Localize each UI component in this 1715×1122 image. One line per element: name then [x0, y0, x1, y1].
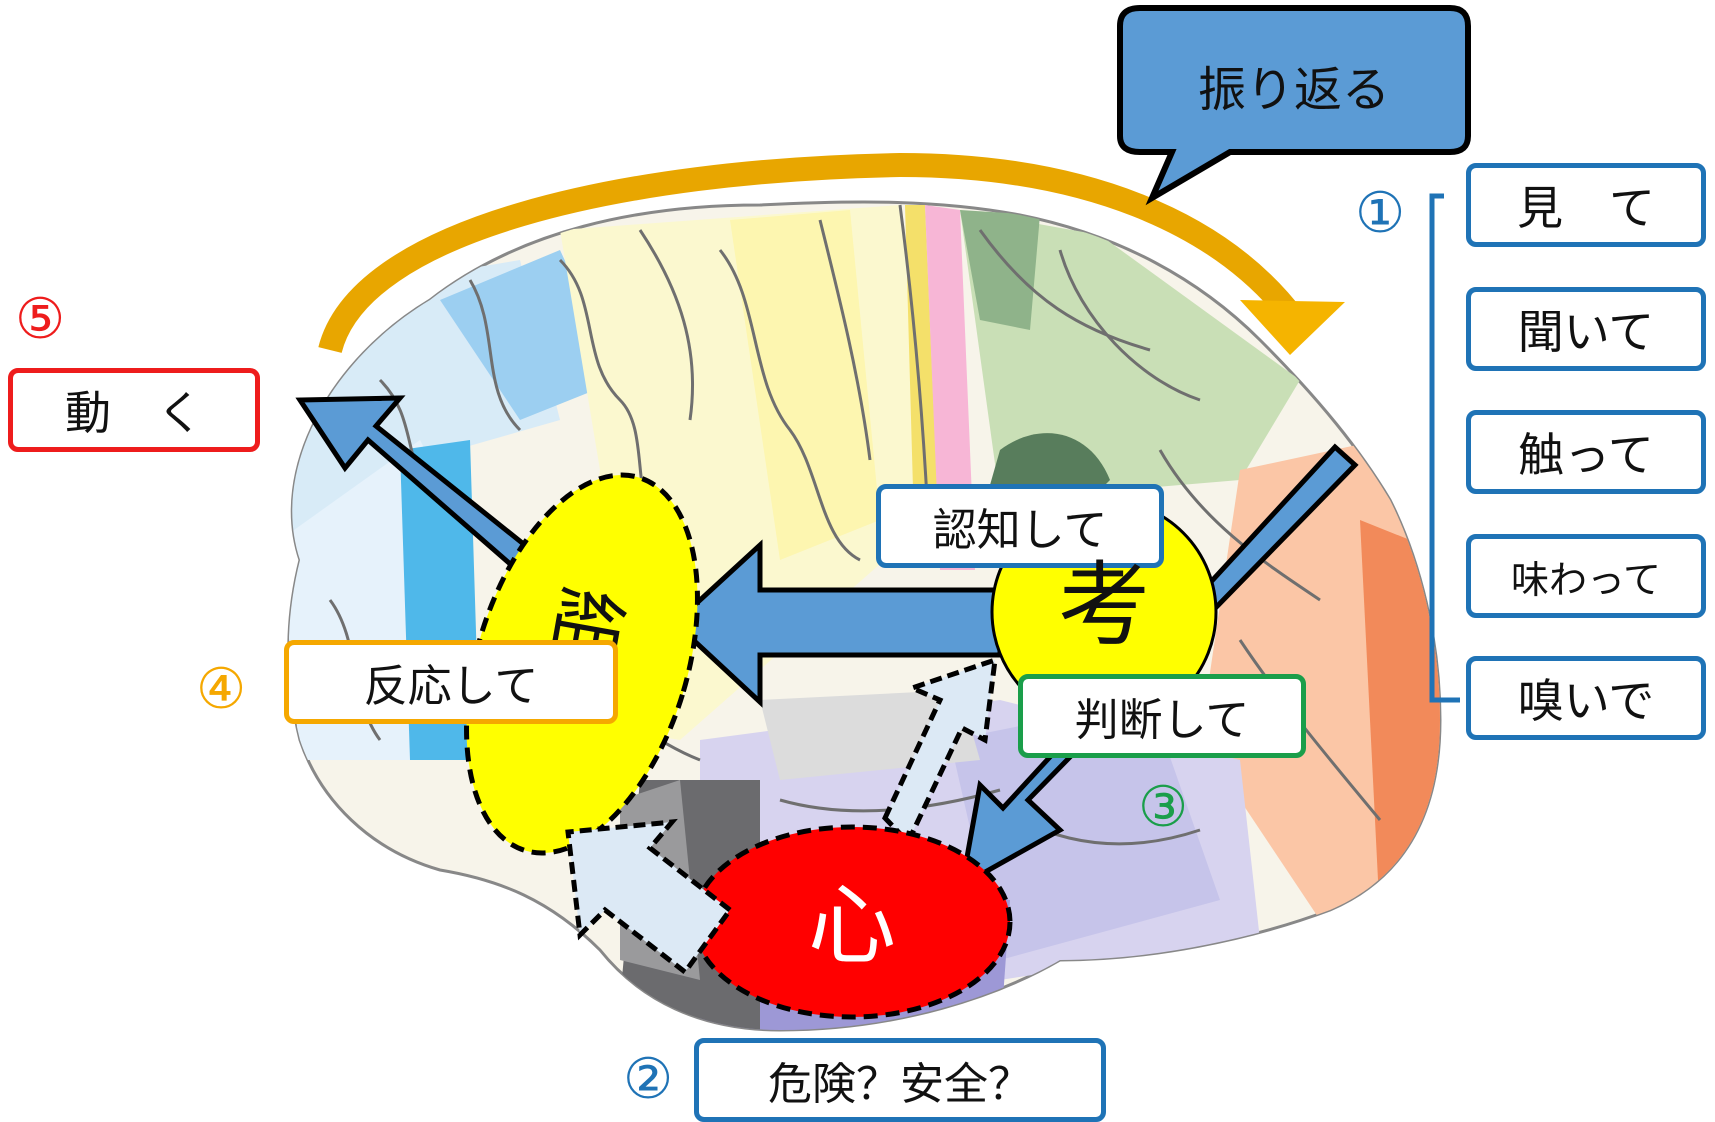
arrow-think-to-organize	[671, 539, 1003, 708]
sense-hear: 聞いて	[1466, 287, 1706, 371]
sense-see: 見 て	[1466, 163, 1706, 247]
judge-number: ③	[1138, 775, 1189, 840]
judge-label: 判断して	[1018, 674, 1306, 758]
think-label: 考	[1057, 552, 1150, 659]
react-label: 反応して	[284, 640, 618, 724]
recognize-label: 認知して	[876, 484, 1164, 568]
reflect-arc	[318, 152, 1345, 355]
arrow-heart-to-organize	[565, 818, 734, 976]
move-label: 動 く	[8, 368, 260, 452]
arrow-heart-to-think	[882, 656, 998, 847]
heart-label: 心	[807, 874, 896, 977]
danger-label: 危険？安全？	[694, 1038, 1106, 1122]
move-number: ⑤	[15, 287, 66, 352]
sense-touch: 触って	[1466, 410, 1706, 494]
sense-smell: 嗅いで	[1466, 656, 1706, 740]
react-number: ④	[196, 657, 247, 722]
reflect-label: 振り返る	[1197, 62, 1390, 118]
danger-number: ②	[623, 1047, 674, 1112]
sense-number: ①	[1355, 181, 1406, 246]
senses-bracket	[1429, 193, 1460, 703]
sense-taste: 味わって	[1466, 534, 1706, 618]
reflect-bubble	[1117, 5, 1471, 206]
